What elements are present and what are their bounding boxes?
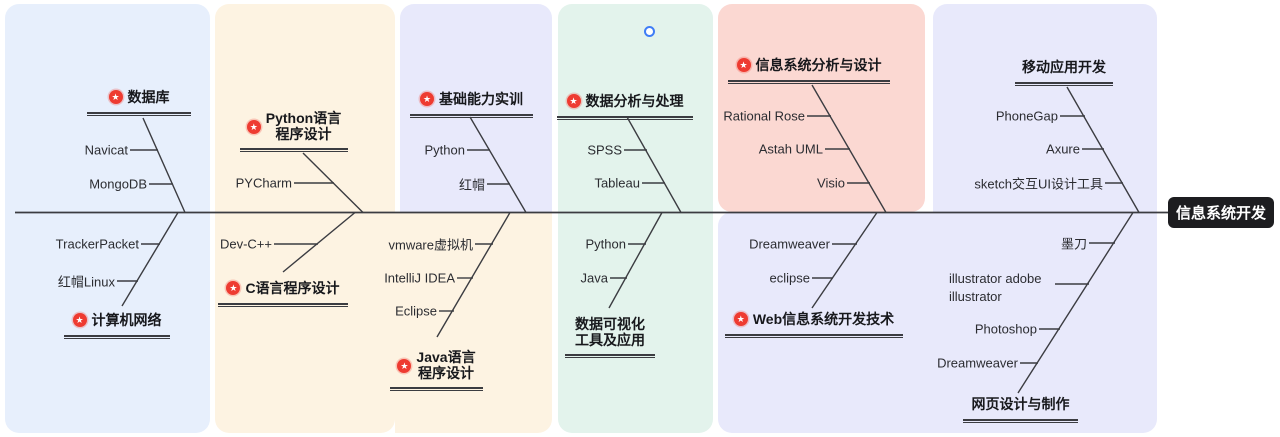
item-node[interactable]: MongoDB bbox=[89, 176, 147, 192]
category-title: Java语言 程序设计 bbox=[416, 349, 476, 381]
item-node[interactable]: Tableau bbox=[594, 175, 640, 191]
item-node[interactable]: Visio bbox=[817, 175, 845, 191]
category-title: 数据分析与处理 bbox=[585, 93, 684, 109]
item-node[interactable]: PYCharm bbox=[235, 175, 292, 191]
item-node[interactable]: PhoneGap bbox=[995, 108, 1058, 124]
category-title: 基础能力实训 bbox=[439, 91, 523, 107]
item-node[interactable]: Axure bbox=[1046, 141, 1080, 157]
star-icon: ★ bbox=[566, 94, 581, 108]
category-title: Python语言 程序设计 bbox=[265, 110, 342, 142]
item-node[interactable]: illustrator adobe illustrator bbox=[949, 271, 1042, 304]
item-node[interactable]: Navicat bbox=[84, 142, 128, 158]
item-node[interactable]: sketch交互UI设计工具 bbox=[974, 176, 1103, 192]
item-node[interactable]: 墨刀 bbox=[1060, 236, 1087, 252]
item-node[interactable]: Astah UML bbox=[758, 141, 823, 157]
item-node[interactable]: Dev-C++ bbox=[219, 236, 272, 252]
category-node-data-vis[interactable]: 数据可视化 工具及应用 bbox=[565, 316, 655, 358]
category-title: 网页设计与制作 bbox=[971, 396, 1070, 412]
item-node[interactable]: Eclipse bbox=[395, 303, 437, 319]
category-node-c-lang[interactable]: ★ C语言程序设计 bbox=[218, 279, 348, 307]
panel-database-network bbox=[5, 4, 210, 433]
category-node-basic-training[interactable]: ★ 基础能力实训 bbox=[410, 90, 533, 118]
category-node-data-analysis[interactable]: ★ 数据分析与处理 bbox=[557, 92, 693, 120]
category-title: 信息系统分析与设计 bbox=[755, 57, 882, 73]
collapse-toggle-icon[interactable] bbox=[644, 26, 655, 37]
star-icon: ★ bbox=[397, 358, 412, 373]
item-node[interactable]: SPSS bbox=[587, 142, 622, 158]
item-node[interactable]: Rational Rose bbox=[723, 108, 805, 124]
item-node[interactable]: Python bbox=[585, 236, 626, 252]
category-node-database[interactable]: ★ 数据库 bbox=[87, 88, 191, 116]
category-node-sys-analysis[interactable]: ★ 信息系统分析与设计 bbox=[728, 56, 890, 84]
category-node-web-dev[interactable]: ★ Web信息系统开发技术 bbox=[725, 310, 903, 338]
star-icon: ★ bbox=[733, 312, 748, 326]
panel-data-analysis bbox=[558, 4, 713, 433]
item-node[interactable]: Python bbox=[424, 142, 465, 158]
star-icon: ★ bbox=[246, 119, 261, 134]
star-icon: ★ bbox=[226, 281, 241, 295]
star-icon: ★ bbox=[736, 58, 751, 72]
category-title: 计算机网络 bbox=[91, 312, 162, 328]
category-title: C语言程序设计 bbox=[245, 280, 340, 296]
item-node[interactable]: Dreamweaver bbox=[937, 355, 1018, 371]
item-node[interactable]: TrackerPacket bbox=[55, 236, 139, 252]
panel-python-c bbox=[215, 4, 395, 433]
category-node-network[interactable]: ★ 计算机网络 bbox=[64, 311, 170, 339]
item-node[interactable]: Dreamweaver bbox=[749, 236, 830, 252]
item-node[interactable]: Java bbox=[580, 270, 608, 286]
category-title: 数据可视化 工具及应用 bbox=[575, 316, 645, 348]
item-node[interactable]: IntelliJ IDEA bbox=[384, 270, 455, 286]
item-node[interactable]: Photoshop bbox=[974, 321, 1037, 337]
category-node-mobile-dev[interactable]: 移动应用开发 bbox=[1015, 58, 1113, 86]
category-node-python-lang[interactable]: ★ Python语言 程序设计 bbox=[240, 110, 348, 152]
star-icon: ★ bbox=[420, 92, 434, 106]
item-node[interactable]: eclipse bbox=[769, 270, 810, 286]
star-icon: ★ bbox=[72, 313, 87, 327]
star-icon: ★ bbox=[108, 90, 123, 104]
category-node-java-lang[interactable]: ★ Java语言 程序设计 bbox=[390, 349, 483, 391]
item-node[interactable]: vmware虚拟机 bbox=[388, 237, 473, 253]
category-title: 移动应用开发 bbox=[1022, 59, 1106, 75]
category-node-web-design[interactable]: 网页设计与制作 bbox=[963, 395, 1078, 423]
item-node[interactable]: 红帽Linux bbox=[57, 274, 115, 290]
category-title: Web信息系统开发技术 bbox=[752, 311, 895, 327]
head-node[interactable]: 信息系统开发 bbox=[1168, 197, 1274, 228]
category-title: 数据库 bbox=[127, 89, 170, 105]
item-node[interactable]: 红帽 bbox=[458, 177, 485, 193]
